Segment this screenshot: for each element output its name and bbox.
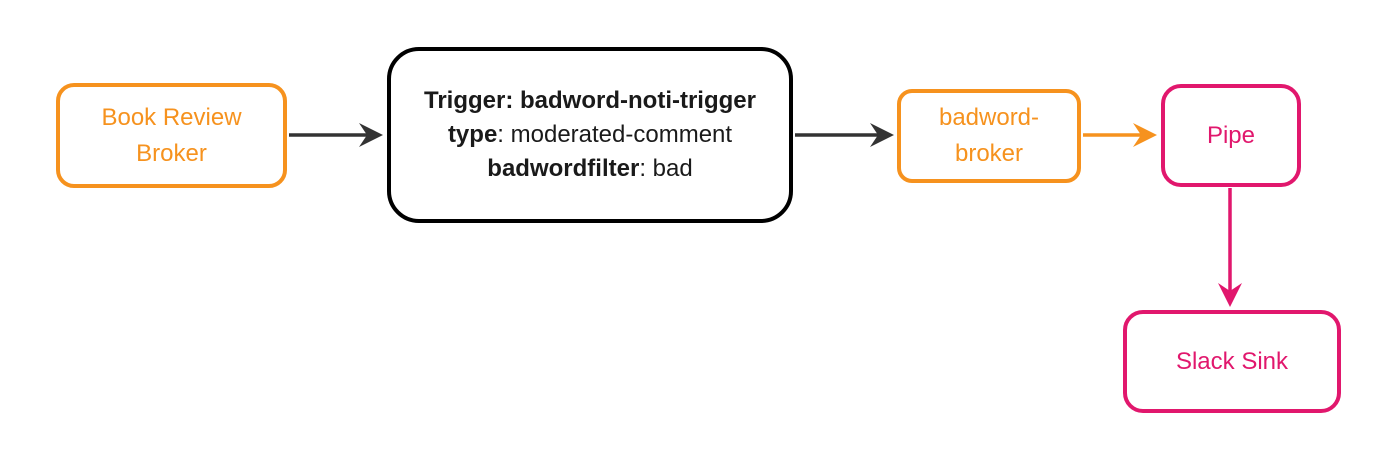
trigger-line-3-key: badwordfilter (487, 155, 640, 182)
trigger-line-3-value: : bad (639, 155, 693, 182)
trigger-line-2-key: type (447, 121, 498, 148)
trigger-line-2: type: moderated-comment (448, 118, 732, 152)
node-trigger: Trigger: badword-noti-trigger type: mode… (387, 47, 793, 223)
node-book-review-broker-label: Book Review Broker (101, 103, 242, 167)
trigger-line-2-value: : moderated-comment (497, 121, 733, 148)
trigger-line-1-text: Trigger: badword-noti-trigger (424, 87, 756, 114)
node-pipe: Pipe (1161, 84, 1301, 187)
trigger-line-1: Trigger: badword-noti-trigger (424, 84, 756, 118)
node-badword-broker-label: badword-broker (938, 104, 1040, 167)
node-slack-sink: Slack Sink (1123, 310, 1341, 413)
trigger-line-3: badwordfilter: bad (487, 152, 692, 186)
node-badword-broker: badword-broker (897, 89, 1081, 183)
node-pipe-label: Pipe (1206, 121, 1256, 149)
node-book-review-broker: Book Review Broker (56, 83, 287, 188)
node-slack-sink-label: Slack Sink (1175, 347, 1289, 375)
